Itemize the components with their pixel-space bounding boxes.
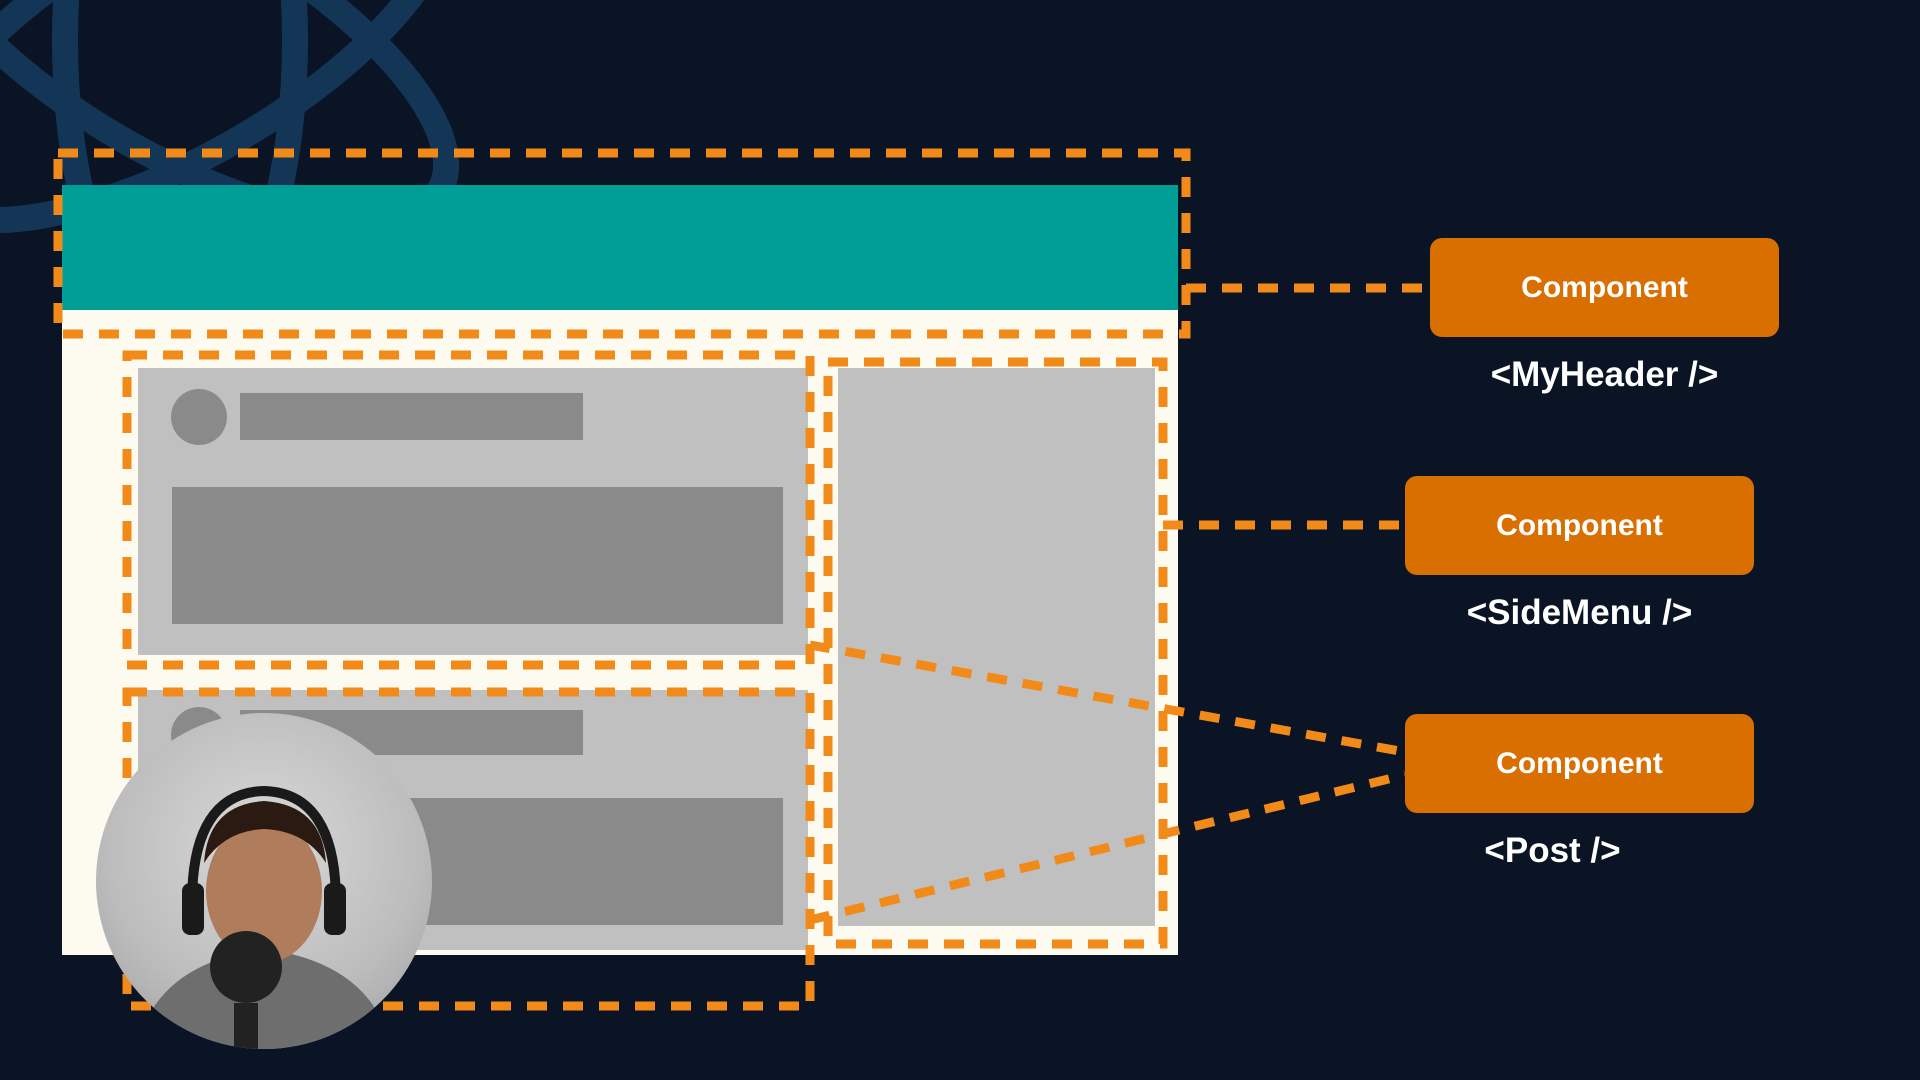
post-body-placeholder (172, 487, 783, 624)
component-pill-header: Component (1430, 238, 1779, 337)
presenter-silhouette (136, 785, 392, 1049)
post-connector (809, 640, 1406, 757)
header-highlight (53, 148, 1191, 339)
component-name-myheader: <MyHeader /> (1490, 355, 1719, 394)
component-name-sidemenu: <SideMenu /> (1466, 593, 1693, 632)
post-highlight (122, 350, 815, 670)
wireframe-header (62, 185, 1178, 310)
side-menu-panel (838, 368, 1155, 926)
post-title-placeholder (240, 393, 583, 440)
component-pill-post: Component (1405, 714, 1754, 813)
component-name-post: <Post /> (1484, 831, 1621, 870)
post-avatar (171, 389, 227, 445)
component-pill-sidemenu: Component (1405, 476, 1754, 575)
sidemenu-highlight (823, 357, 1168, 949)
webcam-presenter (96, 713, 432, 1049)
post-connector (808, 770, 1407, 925)
